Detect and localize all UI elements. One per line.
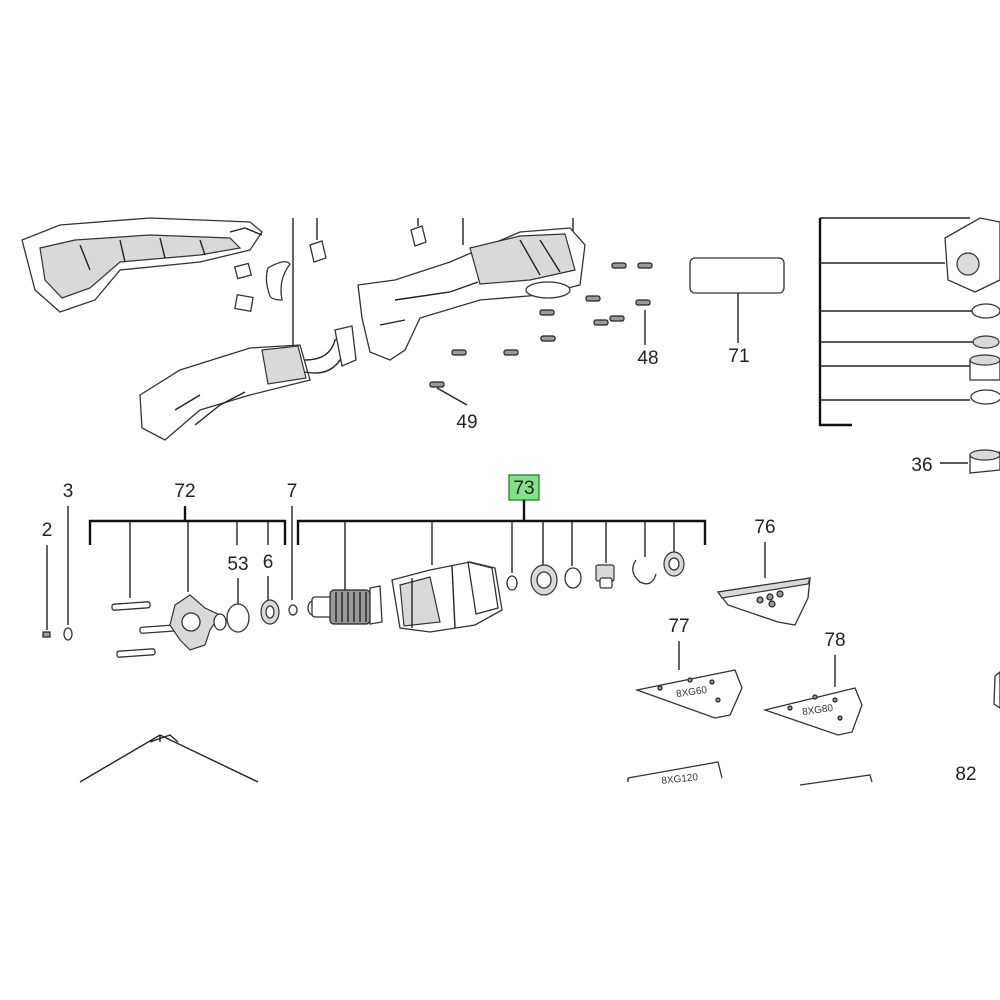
- callout-72: 72: [174, 481, 195, 502]
- o-ring: [226, 603, 250, 633]
- callout-77: 77: [668, 616, 689, 637]
- callout-71: 71: [728, 346, 749, 367]
- bearing-small: [663, 551, 685, 577]
- bearing-sleeve-36: [969, 449, 1000, 474]
- small-washer: [63, 627, 73, 641]
- callout-76: 76: [754, 517, 775, 538]
- callout-78: 78: [824, 630, 845, 651]
- label-plate: [689, 257, 785, 294]
- callout-3: 3: [63, 481, 74, 502]
- callout-53: 53: [227, 554, 248, 575]
- bearing-6: [260, 599, 280, 625]
- sanding-sheet-78: [762, 687, 863, 736]
- housing-screws-48: [429, 262, 653, 388]
- callout-48: 48: [637, 348, 658, 369]
- pad-label-77: 8XG60: [675, 685, 708, 700]
- packaging-case: [79, 734, 259, 783]
- washer: [564, 567, 582, 589]
- callout-2: 2: [42, 520, 53, 541]
- gear-housing: [357, 227, 586, 361]
- housing-half-left: [21, 217, 263, 313]
- callout-73[interactable]: 73: [513, 478, 534, 499]
- grip-inserts: [233, 261, 291, 313]
- fan-screws: [111, 601, 181, 658]
- fan-hub: [169, 594, 227, 651]
- armature: [307, 585, 383, 625]
- motor-stator: [391, 561, 503, 633]
- pad-label-79: 8XG120: [661, 772, 699, 787]
- leader-line: [436, 387, 468, 406]
- retaining-ring: [632, 559, 657, 585]
- bracket-73: [296, 519, 707, 545]
- callout-36: 36: [911, 455, 932, 476]
- small-washer: [288, 604, 298, 616]
- sanding-pad-base: [716, 577, 811, 626]
- sanding-sheet-cut-2: [799, 774, 873, 786]
- sanding-sheet-77: [634, 669, 743, 719]
- callout-7: 7: [287, 481, 298, 502]
- callout-82: 82: [955, 764, 976, 785]
- pinion: [595, 564, 615, 589]
- callout-49: 49: [456, 412, 477, 433]
- callout-6: 6: [263, 552, 274, 573]
- pad-label-78: 8XG80: [801, 703, 834, 718]
- small-screw: [42, 631, 51, 638]
- spring-ring: [506, 575, 518, 591]
- head-bracket-group: [818, 217, 1000, 427]
- knob-edge: [993, 671, 1000, 709]
- motor-housing-half: [139, 325, 357, 441]
- sanding-sheet-cut: [627, 761, 723, 782]
- bearing-large: [530, 564, 558, 596]
- callout-73-highlight[interactable]: [508, 474, 540, 501]
